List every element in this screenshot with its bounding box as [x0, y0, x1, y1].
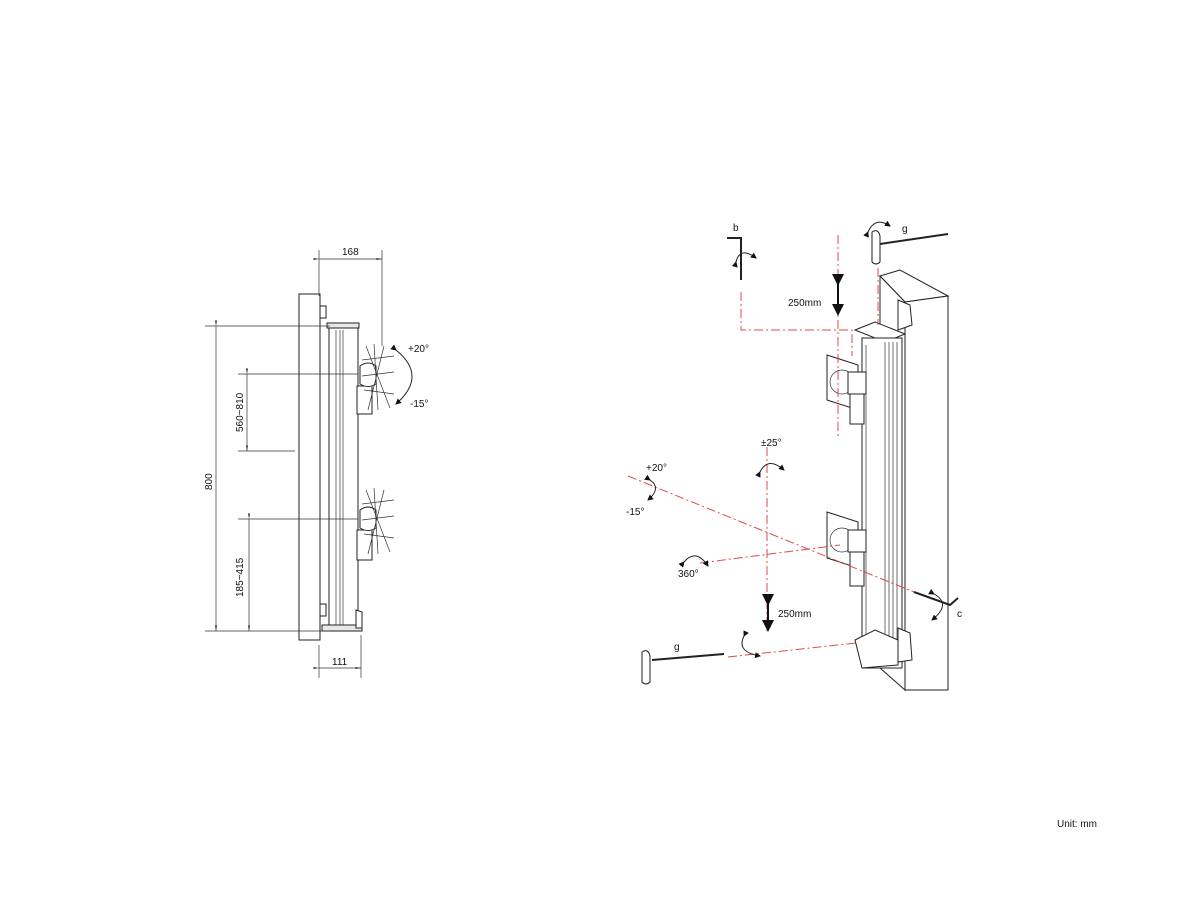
tool-g-bottom-label: g — [674, 642, 680, 653]
lower-monitor-mount — [356, 487, 395, 561]
height-adjust-top-label: 250mm — [788, 298, 821, 309]
tilt-arrow — [390, 344, 413, 405]
hex-key-c-icon — [913, 591, 959, 607]
t-handle-g-bottom-icon — [641, 650, 725, 685]
iso-view: b g 250mm ±25° +20° -15° 360° 250mm g c — [626, 220, 962, 692]
tool-b-label: b — [733, 223, 739, 234]
dimension-lines — [205, 250, 383, 678]
t-handle-g-top-icon — [871, 230, 949, 265]
depth-dimension: 168 — [342, 247, 359, 258]
tilt-up-iso-label: +20° — [646, 463, 667, 474]
iso-upper-mount — [826, 354, 867, 425]
hex-key-b-icon — [727, 237, 742, 280]
iso-lower-mount — [826, 511, 867, 587]
tilt-down-label: -15° — [410, 399, 428, 410]
base-dimension: 111 — [332, 657, 348, 668]
lower-range-dimension: 185~415 — [235, 557, 246, 597]
wall-plate — [298, 293, 321, 641]
unit-note: Unit: mm — [1057, 819, 1097, 830]
height-dimension: 800 — [204, 473, 215, 490]
rail-column — [319, 305, 363, 632]
upper-range-dimension: 560~810 — [235, 392, 246, 432]
height-adjust-bottom-label: 250mm — [778, 609, 811, 620]
side-view: +20° -15° 168 800 560~810 185~415 111 — [204, 247, 429, 678]
tool-c-label: c — [957, 609, 962, 620]
rotation-label: 360° — [678, 569, 699, 580]
upper-monitor-mount — [356, 343, 395, 415]
tilt-down-iso-label: -15° — [626, 507, 644, 518]
tilt-up-label: +20° — [408, 344, 429, 355]
tool-g-top-label: g — [902, 224, 908, 235]
rotation-arrows — [644, 220, 943, 659]
swivel-label: ±25° — [761, 438, 782, 449]
iso-column — [853, 299, 913, 669]
